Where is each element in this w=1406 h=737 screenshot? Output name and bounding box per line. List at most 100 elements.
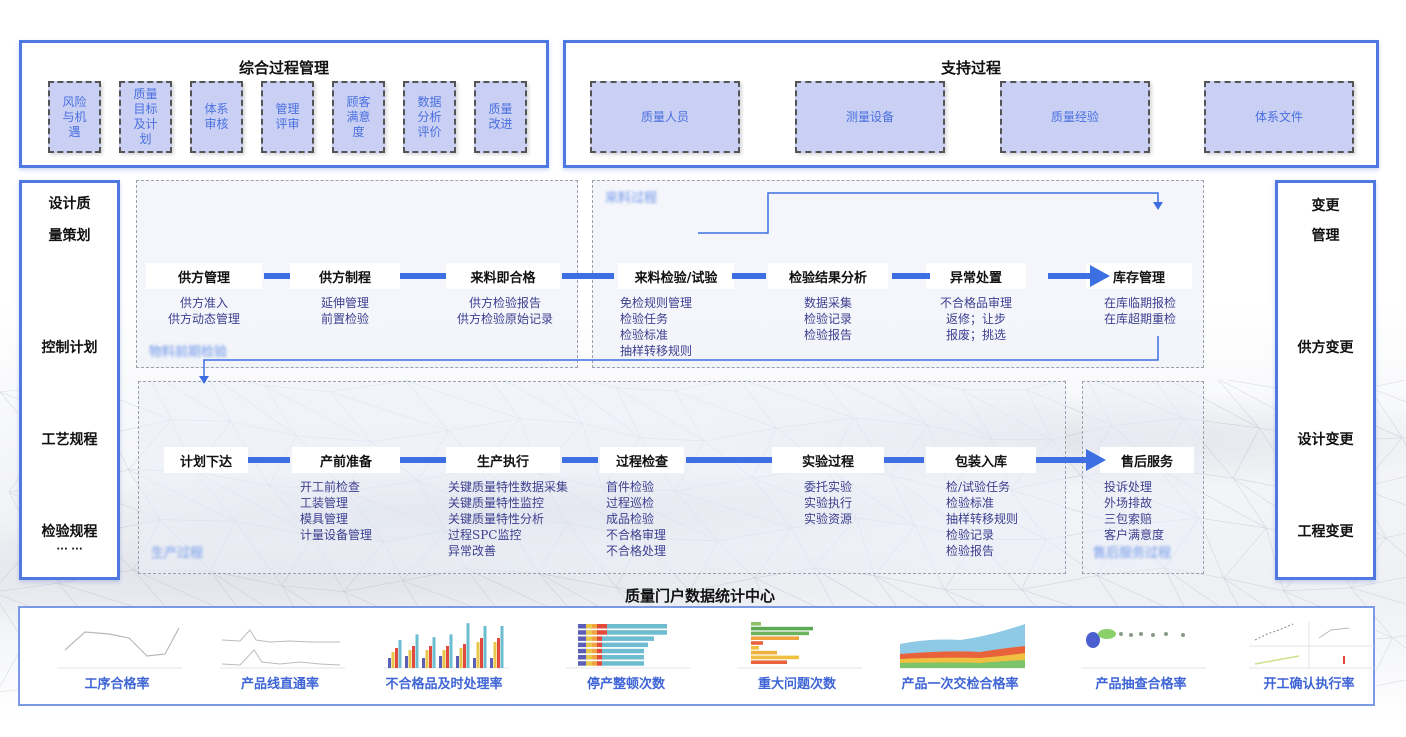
process-step-detail-item: 检验报告: [946, 544, 995, 558]
process-step-detail-item: 检验报告: [803, 328, 852, 342]
support-process-card[interactable]: 质量人员: [590, 81, 740, 153]
process-step-details: 数据采集检验记录检验报告: [768, 295, 888, 343]
statistics-item-label: 重大问题次数: [757, 677, 836, 692]
flow-connector: [264, 273, 290, 279]
process-step-detail-item: 实验资源: [804, 512, 853, 526]
flow-connector: [892, 273, 930, 279]
engineering-change-label: 工程变更: [1297, 524, 1354, 540]
dual-line-chart-thumbnail: [220, 629, 345, 669]
process-step[interactable]: 异常处置: [926, 263, 1026, 289]
flow-arrow-head-icon: [1090, 265, 1110, 287]
flow-connector: [732, 273, 766, 279]
process-step-detail-item: 抽样转移规则: [946, 512, 1019, 526]
left-title-line1: 设计质: [48, 196, 91, 212]
integrated-process-card[interactable]: 管理 评审: [261, 81, 314, 153]
supplier-change-label: 供方变更: [1297, 340, 1354, 356]
integrated-process-card[interactable]: 质量 目标 及计 划: [119, 81, 172, 153]
process-step-detail-item: 检验记录: [946, 528, 995, 542]
process-step[interactable]: 生产执行: [446, 447, 560, 473]
process-step[interactable]: 过程检查: [600, 447, 684, 473]
process-step-detail-item: 首件检验: [606, 480, 655, 494]
process-step-details: 在库临期报检在库超期重检: [1080, 295, 1200, 327]
process-step-detail-item: 开工前检查: [300, 480, 361, 494]
process-step-detail-item: 检验记录: [803, 312, 852, 326]
statistics-item[interactable]: 产品抽查合格率: [1066, 616, 1216, 704]
process-step[interactable]: 产前准备: [292, 447, 400, 473]
process-step-detail-item: 数据采集: [803, 296, 852, 310]
process-step-details: 免检规则管理检验任务检验标准抽样转移规则: [620, 295, 692, 359]
flow-connector: [686, 457, 772, 463]
change-management-column: 变更 管理 供方变更 设计变更 工程变更: [1275, 180, 1376, 580]
flow-connector: [562, 273, 614, 279]
process-step-detail-item: 延伸管理: [320, 296, 369, 310]
integrated-process-card[interactable]: 顾客 满意 度: [332, 81, 385, 153]
process-step-detail-item: 检/试验任务: [946, 480, 1011, 494]
statistics-item[interactable]: 不合格品及时处理率: [369, 616, 519, 704]
support-process-card[interactable]: 测量设备: [795, 81, 945, 153]
support-process-card[interactable]: 质量经验: [1000, 81, 1150, 153]
process-step-detail-item: 免检规则管理: [620, 296, 693, 310]
process-step-detail-item: 关键质量特性数据采集: [448, 480, 569, 494]
process-step-detail-item: 供方检验报告: [468, 296, 541, 310]
integrated-process-title: 综合过程管理: [238, 59, 329, 77]
process-step[interactable]: 售后服务: [1100, 447, 1194, 473]
integrated-process-card[interactable]: 数据 分析 评价: [403, 81, 456, 153]
integrated-process-card[interactable]: 体系 审核: [190, 81, 243, 153]
process-step-details: 延伸管理前置检验: [290, 295, 400, 327]
after-sales-process-area: 售后服务过程: [1082, 381, 1204, 574]
statistics-item-label: 产品抽查合格率: [1095, 677, 1187, 692]
statistics-item-label: 产品一次交检合格率: [901, 677, 1019, 692]
process-step-detail-item: 关键质量特性监控: [448, 496, 545, 510]
integrated-process-card[interactable]: 质量 改进: [474, 81, 527, 153]
process-step-detail-item: 报废；挑选: [945, 328, 1006, 342]
process-step-details: 供方准入供方动态管理: [146, 295, 262, 327]
statistics-center-title: 质量门户数据统计中心: [624, 587, 775, 605]
process-step[interactable]: 计划下达: [164, 447, 248, 473]
support-process-card[interactable]: 体系文件: [1204, 81, 1354, 153]
process-step-detail-item: 客户满意度: [1104, 528, 1165, 542]
flow-connector: [1036, 457, 1088, 463]
bubble-chart-thumbnail: [1081, 629, 1206, 669]
process-step[interactable]: 来料检验/试验: [618, 263, 734, 289]
multi-panel-scatter-thumbnail: [1249, 622, 1374, 669]
statistics-item[interactable]: 工序合格率: [42, 616, 192, 704]
left-title-line2: 量策划: [48, 228, 91, 244]
flow-connector: [562, 457, 598, 463]
control-plan-label: 控制计划: [41, 340, 98, 356]
flow-arrow-head-icon: [1086, 449, 1106, 471]
process-step[interactable]: 实验过程: [772, 447, 884, 473]
stacked-horizontal-bar-thumbnail: [566, 624, 691, 669]
process-step-detail-item: 在库临期报检: [1103, 296, 1176, 310]
process-step-detail-item: 前置检验: [320, 312, 369, 326]
statistics-item-label: 开工确认执行率: [1263, 677, 1355, 692]
process-step[interactable]: 供方制程: [290, 263, 400, 289]
flow-connector: [884, 457, 924, 463]
statistics-item[interactable]: 重大问题次数: [722, 616, 872, 704]
statistics-item[interactable]: 开工确认执行率: [1234, 616, 1384, 704]
process-step[interactable]: 检验结果分析: [768, 263, 888, 289]
process-step[interactable]: 包装入库: [926, 447, 1036, 473]
process-step-detail-item: 过程SPC监控: [448, 528, 522, 542]
process-step-detail-item: 不合格审理: [606, 528, 667, 542]
process-step-detail-item: 外场排故: [1104, 496, 1153, 510]
process-step-detail-item: 不合格品审理: [939, 296, 1012, 310]
stacked-area-chart-thumbnail: [900, 624, 1025, 669]
process-step-detail-item: 检验标准: [620, 328, 669, 342]
statistics-item[interactable]: 产品一次交检合格率: [885, 616, 1035, 704]
process-step-details: 供方检验报告供方检验原始记录: [440, 295, 570, 327]
process-step-detail-item: 实验执行: [804, 496, 853, 510]
process-step-detail-item: 模具管理: [300, 512, 349, 526]
flow-connector: [248, 457, 290, 463]
process-step[interactable]: 来料即合格: [446, 263, 560, 289]
statistics-item[interactable]: 停产整顿次数: [551, 616, 701, 704]
process-step-detail-item: 过程巡检: [606, 496, 655, 510]
statistics-item[interactable]: 产品线直通率: [205, 616, 355, 704]
line-chart-thumbnail: [57, 627, 182, 669]
process-step-detail-item: 抽样转移规则: [620, 344, 693, 358]
process-step-detail-item: 供方准入: [179, 296, 228, 310]
flow-connector: [1048, 273, 1090, 279]
process-spec-label: 工艺规程: [41, 432, 98, 448]
integrated-process-card[interactable]: 风险 与机 遇: [48, 81, 101, 153]
process-step-detail-item: 关键质量特性分析: [448, 512, 545, 526]
process-step[interactable]: 供方管理: [146, 263, 262, 289]
